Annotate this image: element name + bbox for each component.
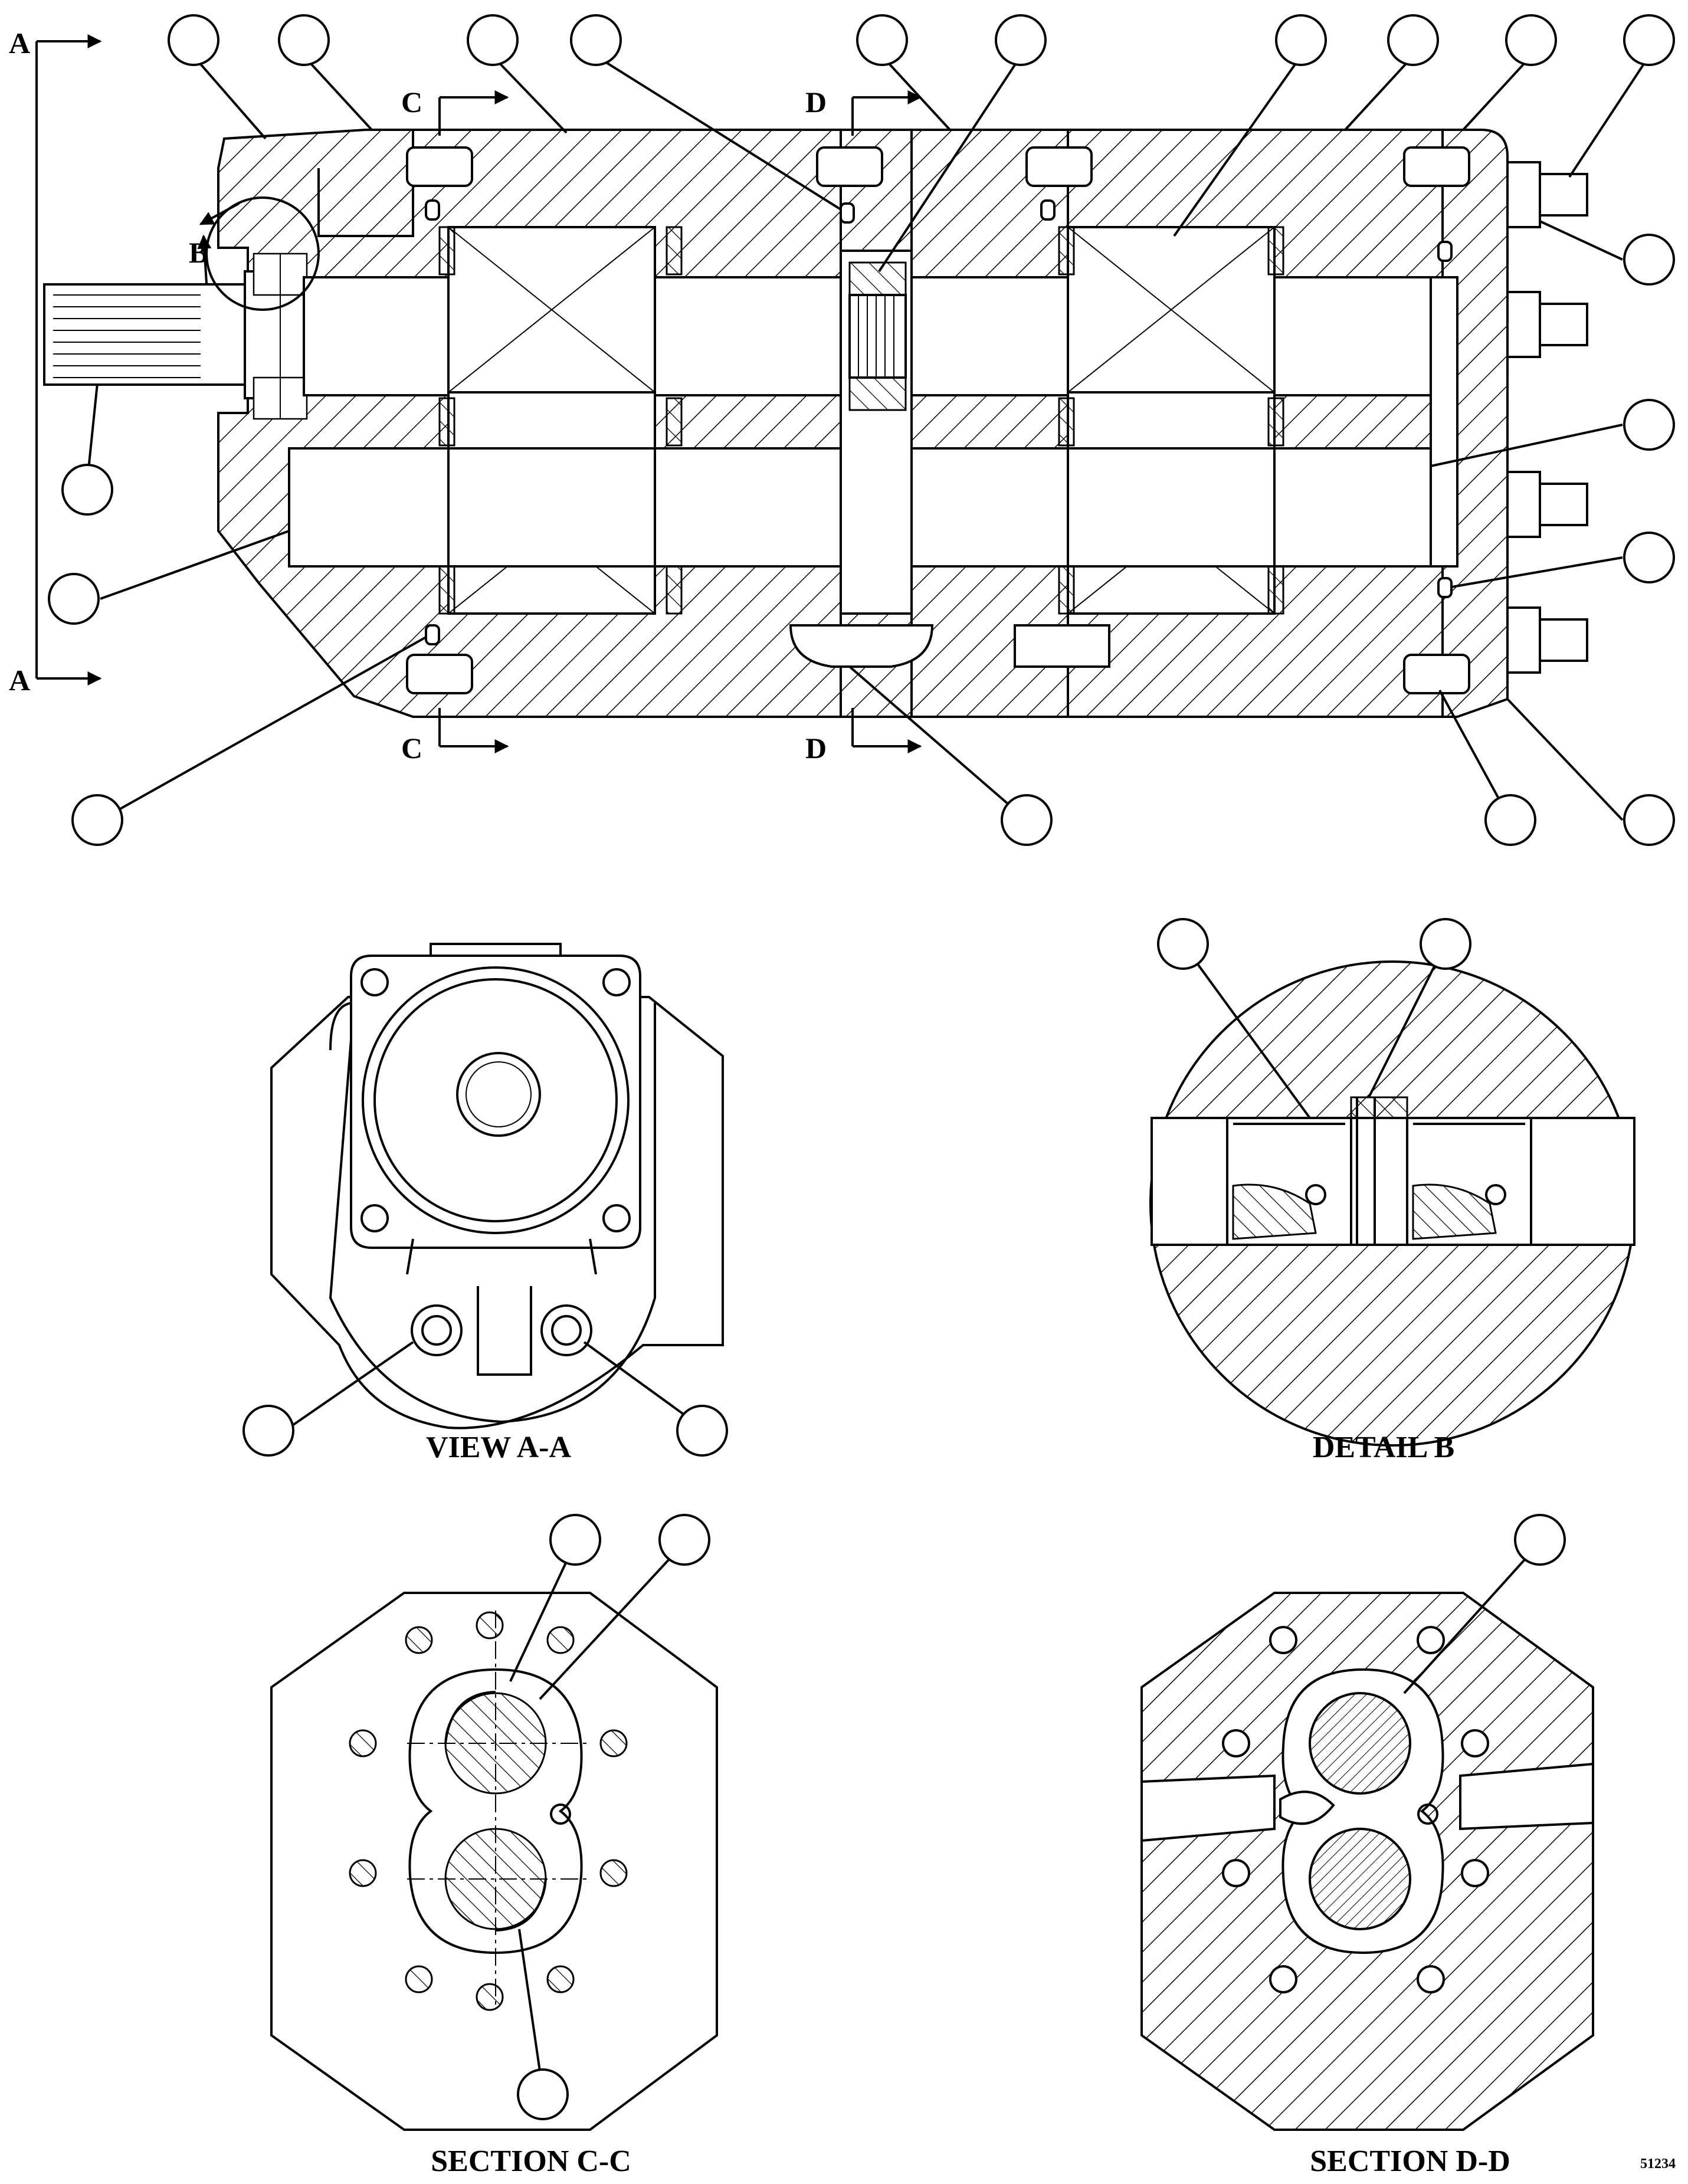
callout-bubble	[995, 14, 1047, 66]
callout-bubble	[1505, 14, 1557, 66]
callout-bubble	[1001, 794, 1053, 846]
callout-bubble	[1157, 918, 1209, 970]
detail-marker-b: B	[189, 236, 208, 269]
section-marker-a-bottom: A	[9, 664, 30, 697]
tie-bolts	[1506, 161, 1588, 674]
section-c-c	[270, 1592, 718, 2131]
callout-bubble	[1420, 918, 1471, 970]
section-marker-a-top: A	[9, 27, 30, 60]
callout-bubble	[676, 1405, 728, 1457]
callout-bubble	[1275, 14, 1327, 66]
callout-bubble	[517, 2068, 569, 2120]
callout-bubble	[1623, 234, 1675, 286]
callout-bubble	[570, 14, 622, 66]
callout-bubble	[467, 14, 519, 66]
callout-bubble	[278, 14, 330, 66]
section-d-d	[1140, 1592, 1594, 2131]
main-section-view	[43, 129, 1588, 718]
callout-bubble	[549, 1514, 601, 1566]
view-title-section-c-c: SECTION C-C	[431, 2144, 631, 2178]
callout-bubble	[71, 794, 123, 846]
section-marker-c-top: C	[401, 86, 422, 119]
view-title-section-d-d: SECTION D-D	[1310, 2144, 1510, 2178]
callout-bubble	[856, 14, 908, 66]
callout-bubble	[48, 573, 100, 625]
view-a-a	[270, 943, 724, 1429]
view-title-a-a: VIEW A-A	[426, 1431, 572, 1464]
section-cut-lines: A A C C D D B	[9, 27, 922, 765]
drawing-number: 51234	[1640, 2156, 1676, 2172]
callout-bubble	[1387, 14, 1439, 66]
callout-bubbles	[48, 14, 1675, 2120]
detail-b-view	[1149, 960, 1635, 1447]
callout-bubble	[1514, 1514, 1566, 1566]
callout-bubble	[658, 1514, 710, 1566]
callout-bubble	[168, 14, 219, 66]
callout-bubble	[1623, 399, 1675, 451]
section-marker-d-bottom: D	[805, 732, 827, 765]
view-title-detail-b: DETAIL B	[1313, 1431, 1454, 1464]
callout-bubble	[61, 464, 113, 516]
callout-bubble	[1623, 532, 1675, 583]
section-marker-d-top: D	[805, 86, 827, 119]
callout-bubble	[242, 1405, 294, 1457]
section-marker-c-bottom: C	[401, 732, 422, 765]
callout-bubble	[1484, 794, 1536, 846]
callout-bubble	[1623, 794, 1675, 846]
callout-bubble	[1623, 14, 1675, 66]
